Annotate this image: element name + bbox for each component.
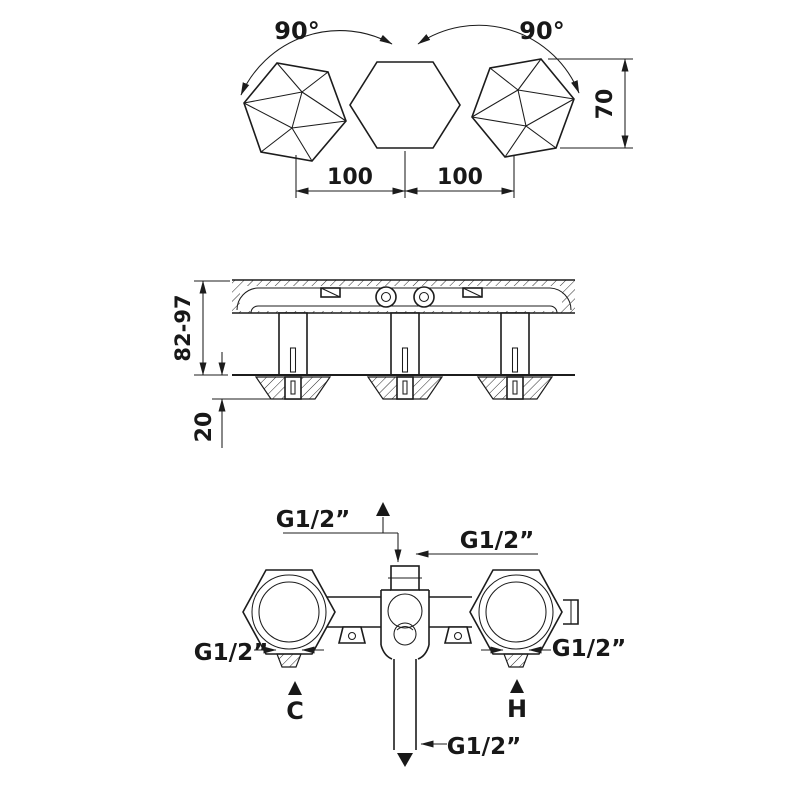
cold-arrow [288,681,302,695]
mixer-port-left [375,286,397,308]
thread-bottom-label: G1/2” [447,734,521,760]
front-view: G1/2” G1/2” G1/2” G1/2” C H [194,502,626,767]
top-view: 90° 90° 70 100 100 [240,17,633,198]
dimension-100-100: 100 100 [295,151,515,198]
callout-right: G1/2” [481,636,626,662]
rotation-arc-right [417,24,580,94]
body-bar [322,596,472,628]
valve-body-right [500,312,530,376]
callout-top-right: G1/2” [415,528,538,558]
wall-section-view: 82-97 20 [171,279,575,448]
dimension-82-97: 82-97 [171,280,230,376]
angle-right-label: 90° [519,17,564,45]
dimension-70: 70 [548,58,633,149]
flow-down-arrow [397,753,413,767]
right-inlet-stem [503,653,529,668]
central-mixer-body [380,565,430,750]
thread-top-left-label: G1/2” [276,507,350,533]
valve-bodies [278,312,530,376]
cold-indicator: C [286,681,304,725]
hot-arrow [510,679,524,693]
left-knob-hexagon [243,62,347,162]
right-hex-cap [469,569,579,668]
thread-left-label: G1/2” [194,640,268,666]
valve-body-left [278,312,308,376]
depth-dim-label: 82-97 [171,294,195,361]
supply-pipe [236,286,572,314]
callout-bottom: G1/2” [397,734,521,767]
center-spout-hexagon [349,61,461,149]
escutcheons [254,376,554,400]
thread-right-label: G1/2” [552,636,626,662]
rotation-arc-left [240,30,393,96]
angle-left-label: 90° [274,17,319,45]
valve-body-center [390,312,420,376]
left-hex-cap [242,569,336,668]
flow-up-arrow [376,502,390,516]
mixer-port-right [413,286,435,308]
center-hexagon [349,61,461,149]
ear-right [443,626,473,644]
callout-top-left: G1/2” [276,502,402,563]
left-handle-knob [243,62,347,162]
hot-label: H [507,695,527,723]
wall-dim-label: 20 [192,412,217,443]
pipe-channel-mask [240,286,562,311]
right-handle-knob [471,58,575,158]
hot-indicator: H [507,679,527,723]
mounting-ears [337,626,473,644]
cold-label: C [286,697,304,725]
spacing-left-label: 100 [327,165,373,190]
thread-top-right-label: G1/2” [460,528,534,554]
cartridge-circle [387,593,423,629]
height-dim-label: 70 [593,89,618,120]
callout-left: G1/2” [194,640,324,666]
diverter-ball [393,622,417,646]
ear-left [337,626,367,644]
spacing-right-label: 100 [437,165,483,190]
left-inlet-stem [276,653,302,668]
dimension-20: 20 [192,352,272,448]
